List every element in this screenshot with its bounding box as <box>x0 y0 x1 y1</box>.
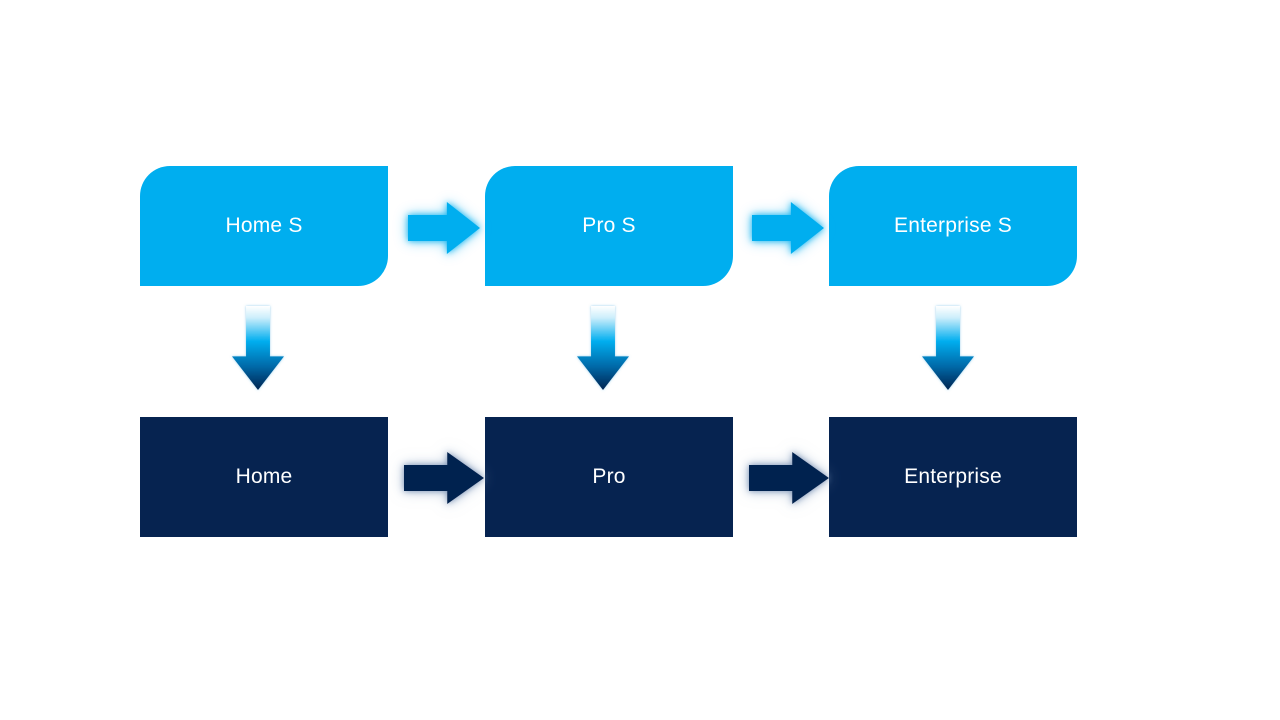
node-label-enterprise-s: Enterprise S <box>894 214 1012 238</box>
node-label-home: Home <box>235 465 293 489</box>
arrow-plan-connector-1 <box>404 452 484 504</box>
arrow-stage-connector-1 <box>408 202 480 254</box>
arrow-down-connector-enterprise <box>922 306 974 390</box>
node-enterprise[interactable]: Enterprise <box>829 417 1077 537</box>
node-home[interactable]: Home <box>140 417 388 537</box>
node-label-pro: Pro <box>592 465 626 489</box>
node-label-pro-s: Pro S <box>582 214 636 238</box>
node-pro-s[interactable]: Pro S <box>485 166 733 286</box>
arrow-stage-connector-2 <box>752 202 824 254</box>
arrow-down-connector-home <box>232 306 284 390</box>
node-pro[interactable]: Pro <box>485 417 733 537</box>
arrow-down-connector-pro <box>577 306 629 390</box>
node-home-s[interactable]: Home S <box>140 166 388 286</box>
node-label-home-s: Home S <box>225 214 303 238</box>
node-label-enterprise: Enterprise <box>904 465 1002 489</box>
node-enterprise-s[interactable]: Enterprise S <box>829 166 1077 286</box>
arrow-plan-connector-2 <box>749 452 829 504</box>
